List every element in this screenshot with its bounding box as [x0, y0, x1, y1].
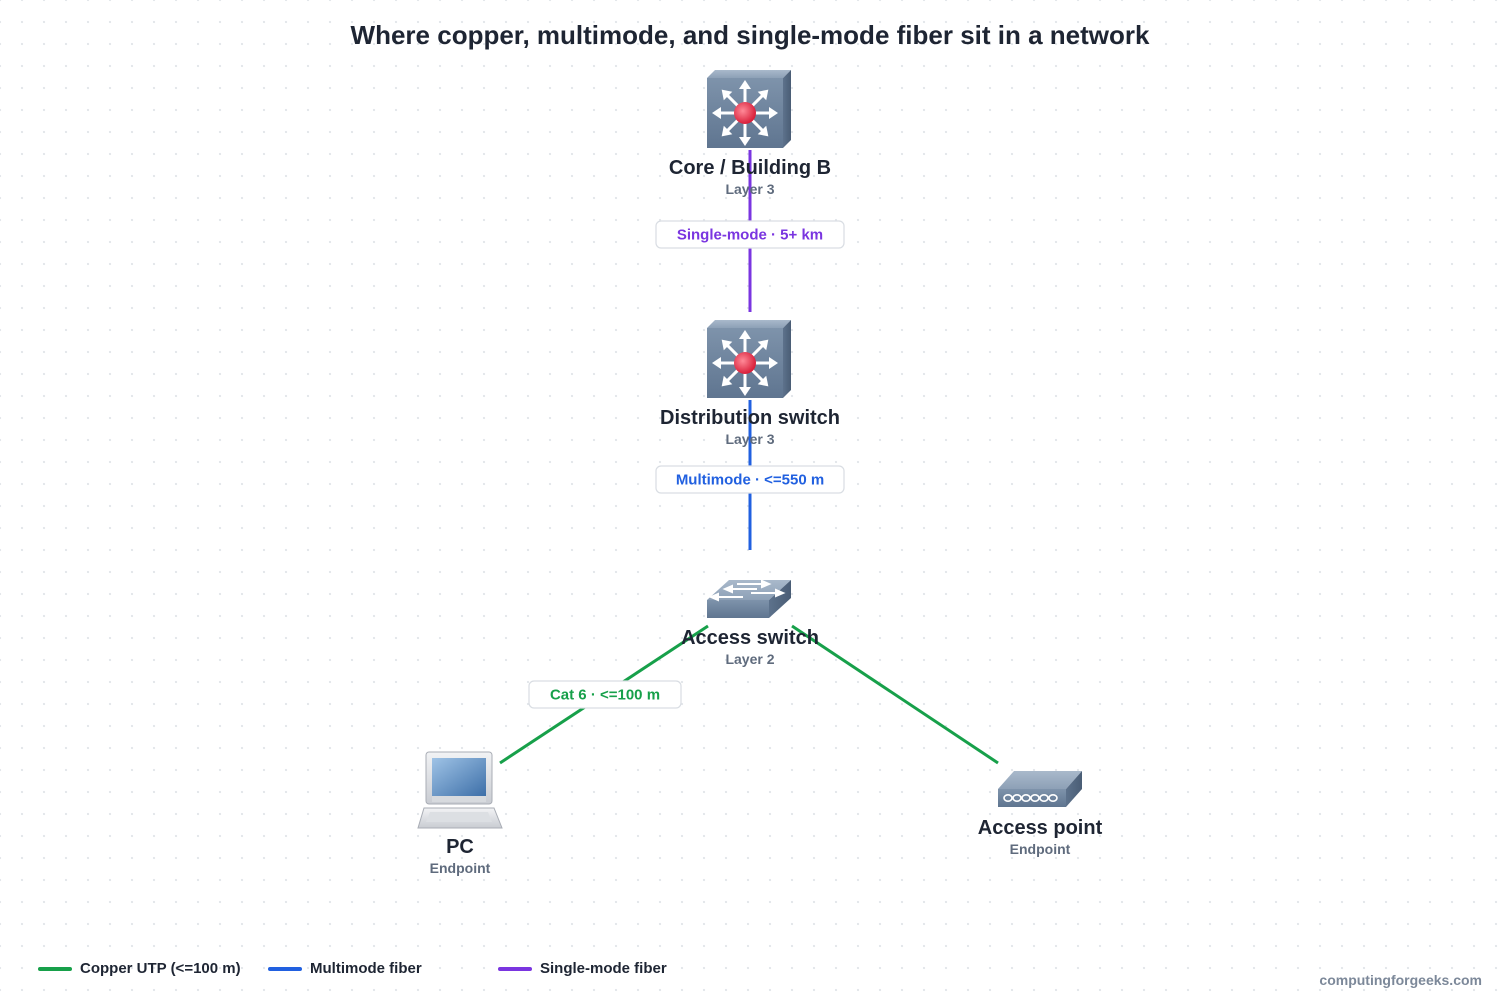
legend-item-copper: Copper UTP (<=100 m)	[38, 960, 241, 977]
layer2-switch-icon	[707, 579, 791, 618]
legend-swatch-copper	[38, 966, 72, 971]
node-name-pc: PC	[446, 836, 474, 858]
pc-node[interactable]: PC Endpoint	[417, 751, 503, 876]
legend-item-singlemode: Single-mode fiber	[498, 960, 667, 977]
link-label-copper: Cat 6 · <=100 m	[528, 680, 682, 709]
link-label-multimode: Multimode · <=550 m	[655, 465, 845, 494]
core-switch-node[interactable]: Core / Building B Layer 3	[669, 70, 831, 197]
link-access-ap	[791, 624, 999, 765]
link-label-multimode-text: Multimode · <=550 m	[676, 472, 824, 489]
legend-swatch-singlemode	[498, 966, 532, 971]
laptop-icon	[417, 751, 503, 829]
node-name-access: Access switch	[681, 627, 819, 649]
legend-label-singlemode: Single-mode fiber	[540, 960, 667, 977]
link-label-singlemode: Single-mode · 5+ km	[655, 220, 845, 249]
access-point-icon	[998, 771, 1082, 807]
layer3-switch-icon	[707, 70, 791, 148]
access-point-node[interactable]: Access point Endpoint	[978, 771, 1103, 857]
node-role-access: Layer 2	[725, 651, 774, 667]
node-name-ap: Access point	[978, 817, 1103, 839]
node-role-pc: Endpoint	[430, 860, 491, 876]
legend-label-copper: Copper UTP (<=100 m)	[80, 960, 241, 977]
access-switch-node[interactable]: Access switch Layer 2	[681, 579, 819, 667]
node-role-ap: Endpoint	[1010, 841, 1071, 857]
distribution-switch-node[interactable]: Distribution switch Layer 3	[660, 320, 840, 447]
node-role-core: Layer 3	[725, 181, 774, 197]
node-name-distribution: Distribution switch	[660, 407, 840, 429]
legend-item-multimode: Multimode fiber	[268, 960, 422, 977]
layer3-switch-icon	[707, 320, 791, 398]
link-label-singlemode-text: Single-mode · 5+ km	[677, 227, 823, 244]
node-role-distribution: Layer 3	[725, 431, 774, 447]
legend-swatch-multimode	[268, 966, 302, 971]
legend-label-multimode: Multimode fiber	[310, 960, 422, 977]
node-name-core: Core / Building B	[669, 157, 831, 179]
link-label-copper-text: Cat 6 · <=100 m	[550, 687, 660, 704]
site-credit: computingforgeeks.com	[1319, 972, 1482, 988]
diagram-title: Where copper, multimode, and single-mode…	[350, 20, 1150, 50]
